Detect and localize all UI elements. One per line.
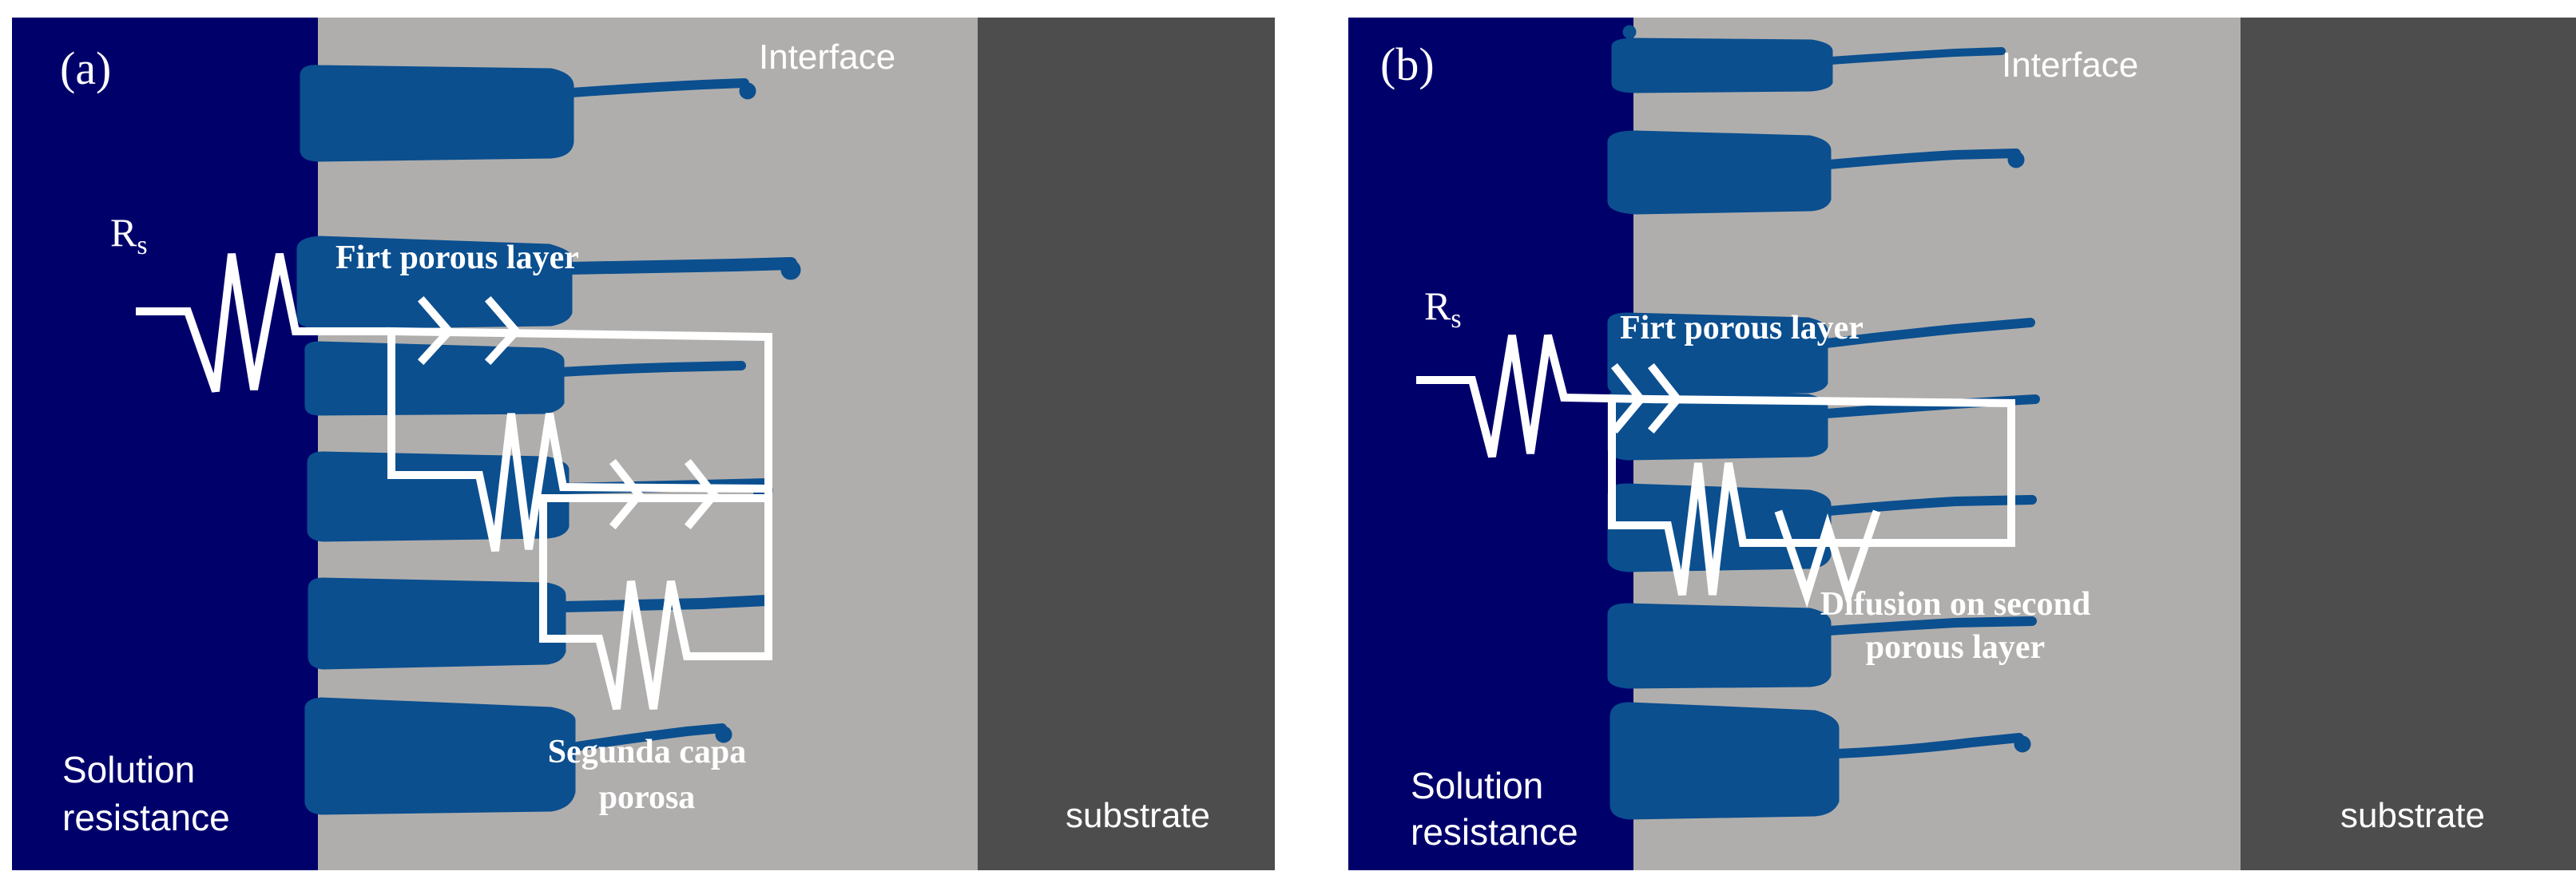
panel-a-diagram: (a) Interface Rs Firt porous layer Segun… — [12, 18, 1275, 870]
pore — [1607, 603, 2037, 689]
rs-resistor — [1416, 334, 1658, 458]
second-layer-label-line2: porosa — [599, 779, 696, 816]
pore — [304, 697, 732, 815]
panel-label: (a) — [60, 42, 111, 94]
pore — [296, 236, 801, 330]
first-layer-top-wire — [387, 327, 772, 499]
pore — [1611, 25, 2006, 93]
substrate-region — [978, 18, 1275, 870]
equivalent-circuit — [136, 252, 772, 711]
substrate-label: substrate — [1066, 796, 1210, 835]
solution-label-line2: resistance — [62, 797, 230, 838]
solution-region — [12, 18, 318, 870]
pore — [308, 577, 772, 670]
rs-resistor — [136, 252, 395, 393]
pore — [1607, 130, 2025, 215]
first-porous-layer-label: Firt porous layer — [1620, 310, 1864, 346]
pore — [300, 65, 756, 162]
rs-label: Rs — [110, 210, 148, 260]
second-layer-bottom-wire — [539, 494, 772, 711]
second-layer-label-line1: Segunda capa — [548, 734, 747, 770]
solution-label-line1: Solution — [62, 749, 195, 790]
diffusion-label-line2: porous layer — [1866, 629, 2045, 666]
substrate-region — [2241, 18, 2576, 870]
first-layer-bottom-wire — [387, 327, 768, 552]
solution-label-line1: Solution — [1411, 765, 1543, 806]
interface-label: Interface — [759, 38, 895, 77]
first-layer-top-wire — [1649, 394, 2015, 547]
interface-label: Interface — [2002, 46, 2138, 85]
first-porous-layer-label: Firt porous layer — [335, 240, 579, 276]
panel-a: (a) Interface Rs Firt porous layer Segun… — [0, 0, 1278, 891]
equivalent-circuit — [1416, 334, 2015, 608]
panel-b: (b) Interface Rs Firt porous layer Difus… — [1348, 0, 2576, 891]
first-layer-bottom-wire — [1608, 395, 1784, 596]
warburg-element — [1774, 509, 1881, 608]
rs-label: Rs — [1424, 283, 1462, 334]
pore — [1610, 702, 2031, 820]
pore — [304, 341, 746, 416]
diffusion-label-line1: Difusion on second — [1820, 586, 2090, 623]
solution-label-line2: resistance — [1411, 811, 1578, 853]
panel-label: (b) — [1380, 38, 1435, 90]
substrate-label: substrate — [2340, 796, 2485, 835]
panel-b-diagram: (b) Interface Rs Firt porous layer Difus… — [1348, 18, 2576, 870]
